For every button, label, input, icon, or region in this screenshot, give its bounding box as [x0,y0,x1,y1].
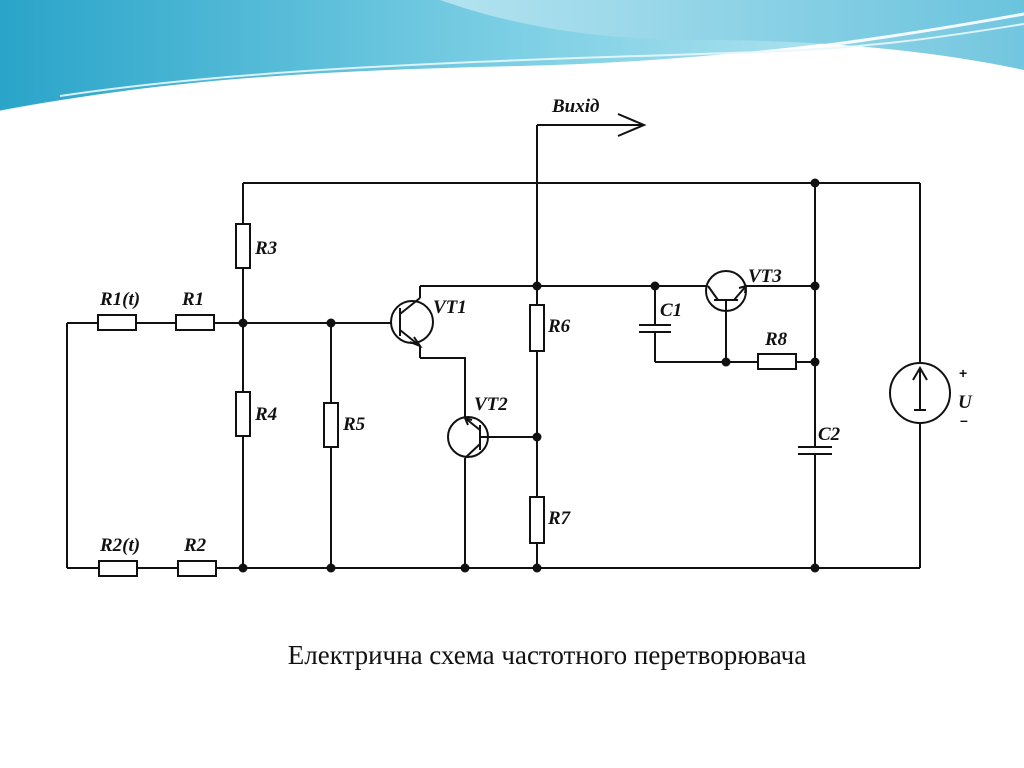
label-r7: R7 [547,508,572,529]
resistor-r7 [529,496,545,544]
label-vt2: VT2 [474,394,508,415]
decorative-wave-banner [0,0,1024,114]
label-r2: R2 [183,535,207,556]
label-vt3: VT3 [748,266,782,287]
transistor-vt2 [447,416,489,459]
slide-caption: Електрична схема частотного перетворювач… [287,640,807,670]
circuit-schematic: Вихід R1(t) R1 R2(t) R2 R3 R4 R5 R6 R7 R… [66,96,973,577]
capacitor-c1 [639,324,671,333]
resistor-r2 [177,560,217,577]
label-output: Вихід [551,96,599,117]
label-r2t: R2(t) [99,535,140,556]
resistor-r2t [98,560,138,577]
resistor-r3 [235,223,251,269]
label-vt1: VT1 [433,297,467,318]
label-r3: R3 [254,238,277,259]
label-u: U [958,392,973,413]
resistor-r1 [175,314,215,331]
label-r6: R6 [547,316,571,337]
label-r1: R1 [181,289,204,310]
circuit-wires [66,113,921,569]
resistor-r8 [757,353,797,370]
junction-dots [238,178,820,573]
capacitor-c2 [798,446,832,455]
label-r4: R4 [254,404,277,425]
label-minus: – [960,412,968,428]
voltage-source-u [889,362,951,424]
resistor-r1t [97,314,137,331]
label-plus: + [959,365,967,381]
label-c2: C2 [818,424,841,445]
transistor-vt1 [390,286,434,358]
resistor-r5 [323,402,339,448]
resistor-r4 [235,391,251,437]
label-r5: R5 [342,414,366,435]
resistor-r6 [529,304,545,352]
label-r1t: R1(t) [99,289,140,310]
label-r8: R8 [764,329,788,350]
label-c1: C1 [660,300,682,321]
transistor-vt3 [705,270,748,312]
